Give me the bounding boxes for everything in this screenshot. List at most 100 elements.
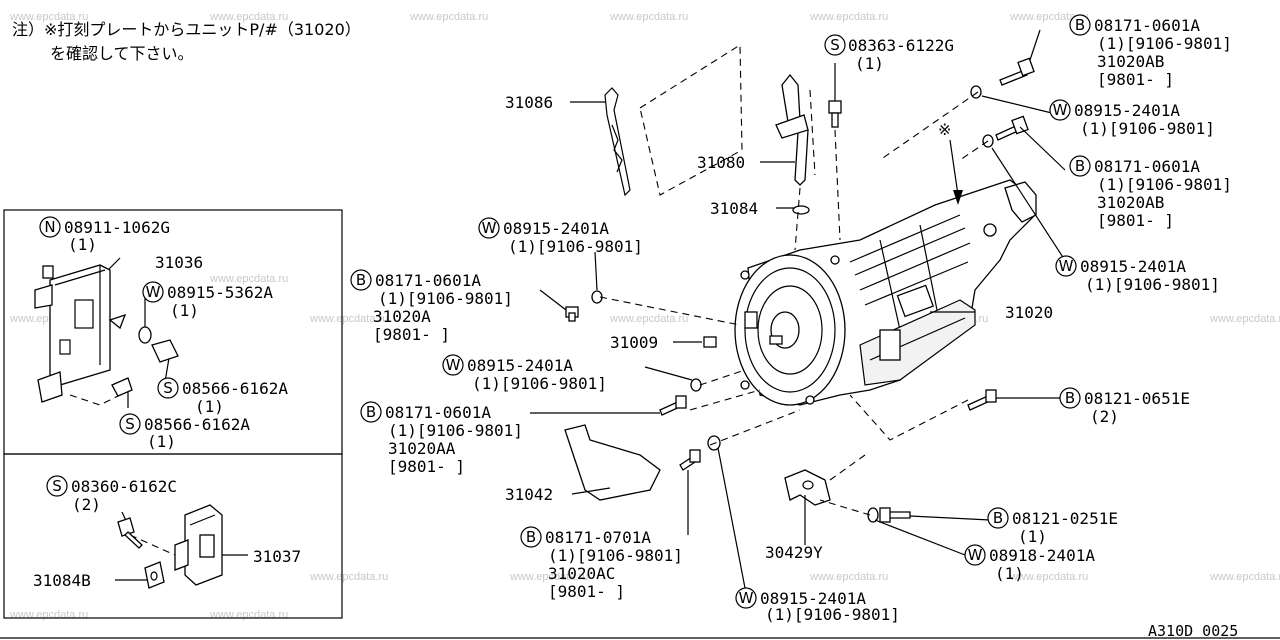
svg-text:N: N xyxy=(44,218,55,236)
note-line-2: を確認して下さい。 xyxy=(50,44,194,63)
svg-text:(1)[9106-9801]: (1)[9106-9801] xyxy=(1097,34,1232,53)
part-labels: 31086 31080 31084 31009 31020 31042 3042… xyxy=(33,93,1238,640)
watermark: www.epcdata.ru xyxy=(209,273,288,285)
watermark: www.epcdata.ru xyxy=(1209,571,1280,583)
callout-w08915-bottom: W 08915-2401A (1)[9106-9801] xyxy=(735,587,900,624)
svg-text:08566-6162A: 08566-6162A xyxy=(182,379,288,398)
inset-box-sensor xyxy=(3,453,343,619)
callout-b08121-0651e: B 08121-0651E (2) xyxy=(1059,387,1190,426)
svg-text:08911-1062G: 08911-1062G xyxy=(64,218,170,237)
svg-text:(2): (2) xyxy=(72,495,101,514)
bracket xyxy=(784,469,831,506)
callout-w08918: W 08918-2401A (1) xyxy=(964,544,1095,583)
arrow-head-icon xyxy=(953,190,963,205)
svg-text:08915-2401A: 08915-2401A xyxy=(467,356,573,375)
svg-text:08915-2401A: 08915-2401A xyxy=(1080,257,1186,276)
svg-text:08171-0601A: 08171-0601A xyxy=(1094,16,1200,35)
callout-b08171-mid: B 08171-0601A (1)[9106-9801] 31020AB [98… xyxy=(1069,155,1232,230)
svg-text:W: W xyxy=(968,546,983,564)
svg-text:08171-0601A: 08171-0601A xyxy=(375,271,481,290)
svg-text:08121-0251E: 08121-0251E xyxy=(1012,509,1118,528)
svg-text:(1): (1) xyxy=(1018,527,1047,546)
asterisk-mark: ※ xyxy=(938,120,951,139)
watermark: www.epcdata.ru xyxy=(309,571,388,583)
svg-text:W: W xyxy=(1059,257,1074,275)
callout-b08171-0701a: B 08171-0701A (1)[9106-9801] 31020AC [98… xyxy=(520,526,683,601)
fasteners xyxy=(565,57,1035,523)
watermark: www.epcdata.ru xyxy=(609,313,688,325)
svg-text:W: W xyxy=(146,283,161,301)
svg-text:(2): (2) xyxy=(1090,407,1119,426)
svg-text:B: B xyxy=(1075,157,1085,175)
svg-text:(1): (1) xyxy=(170,301,199,320)
control-module-inset xyxy=(34,264,179,403)
svg-text:(1)[9106-9801]: (1)[9106-9801] xyxy=(1097,175,1232,194)
transmission-assembly xyxy=(734,179,1037,406)
callout-w08915-lower: W 08915-2401A (1)[9106-9801] xyxy=(442,354,607,393)
label-31036: 31036 xyxy=(155,253,203,272)
filler-tube xyxy=(775,73,809,186)
svg-text:08915-2401A: 08915-2401A xyxy=(503,219,609,238)
watermark: www.epcdata.ru xyxy=(809,571,888,583)
leader-lines xyxy=(94,29,1069,589)
svg-text:W: W xyxy=(482,219,497,237)
svg-text:31020AB: 31020AB xyxy=(1097,52,1164,71)
svg-text:S: S xyxy=(52,477,62,495)
callout-b08171-top: B 08171-0601A (1)[9106-9801] 31020AB [98… xyxy=(1069,14,1232,89)
callout-s08566-a: S 08566-6162A (1) xyxy=(157,377,288,416)
watermark: www.epcdata.ru xyxy=(309,313,388,325)
svg-text:S: S xyxy=(830,36,840,54)
callout-w08915-right: W 08915-2401A (1)[9106-9801] xyxy=(1055,255,1220,294)
svg-text:08915-5362A: 08915-5362A xyxy=(167,283,273,302)
svg-text:W: W xyxy=(446,356,461,374)
svg-text:08171-0701A: 08171-0701A xyxy=(545,528,651,547)
svg-text:08360-6162C: 08360-6162C xyxy=(71,477,177,496)
watermark: www.epcdata.ru xyxy=(1209,313,1280,325)
note-line-1: 注）※打刻プレートからユニットP/#（31020） xyxy=(12,20,361,39)
svg-text:(1)[9106-9801]: (1)[9106-9801] xyxy=(1080,119,1215,138)
svg-text:08171-0601A: 08171-0601A xyxy=(385,403,491,422)
dashed-guides xyxy=(69,44,989,556)
label-31084b: 31084B xyxy=(33,571,91,590)
svg-text:08915-2401A: 08915-2401A xyxy=(1074,101,1180,120)
svg-text:(1): (1) xyxy=(147,432,176,451)
svg-text:W: W xyxy=(1053,101,1068,119)
svg-text:B: B xyxy=(993,509,1003,527)
callout-s08566-b: S 08566-6162A (1) xyxy=(119,413,250,451)
svg-text:08566-6162A: 08566-6162A xyxy=(144,415,250,434)
svg-text:(1)[9106-9801]: (1)[9106-9801] xyxy=(508,237,643,256)
svg-text:08918-2401A: 08918-2401A xyxy=(989,546,1095,565)
svg-text:B: B xyxy=(526,528,536,546)
dust-cover xyxy=(564,424,661,501)
o-ring-icon xyxy=(792,205,810,215)
callout-w08915-center: W 08915-2401A (1)[9106-9801] xyxy=(478,217,643,256)
svg-text:B: B xyxy=(356,271,366,289)
watermark: www.epcdata.ru xyxy=(9,609,88,621)
watermark: www.epcdata.ru xyxy=(209,11,288,23)
svg-text:[9801- ]: [9801- ] xyxy=(388,457,465,476)
callout-w08915-top: W 08915-2401A (1)[9106-9801] xyxy=(1049,99,1215,138)
svg-text:[9801- ]: [9801- ] xyxy=(1097,211,1174,230)
svg-text:31020A: 31020A xyxy=(373,307,431,326)
callout-n08911: N 08911-1062G (1) xyxy=(39,216,170,254)
watermark: www.epcdata.ru xyxy=(1009,571,1088,583)
arrow-line xyxy=(949,139,959,196)
svg-text:(1)[9106-9801]: (1)[9106-9801] xyxy=(548,546,683,565)
svg-text:08171-0601A: 08171-0601A xyxy=(1094,157,1200,176)
callout-b08121-0251e: B 08121-0251E (1) xyxy=(987,507,1118,546)
svg-text:B: B xyxy=(1065,389,1075,407)
svg-text:B: B xyxy=(1075,16,1085,34)
svg-text:(1): (1) xyxy=(195,397,224,416)
watermark: www.epcdata.ru xyxy=(209,609,288,621)
svg-text:08121-0651E: 08121-0651E xyxy=(1084,389,1190,408)
svg-text:31020AC: 31020AC xyxy=(548,564,615,583)
svg-text:(1)[9106-9801]: (1)[9106-9801] xyxy=(1085,275,1220,294)
callout-s08360: S 08360-6162C (2) xyxy=(46,475,177,514)
svg-text:S: S xyxy=(163,379,173,397)
svg-text:(1): (1) xyxy=(995,564,1024,583)
svg-text:31020AA: 31020AA xyxy=(388,439,456,458)
dipstick xyxy=(604,87,631,197)
svg-text:(1)[9106-9801]: (1)[9106-9801] xyxy=(378,289,513,308)
svg-text:(1): (1) xyxy=(855,54,884,73)
